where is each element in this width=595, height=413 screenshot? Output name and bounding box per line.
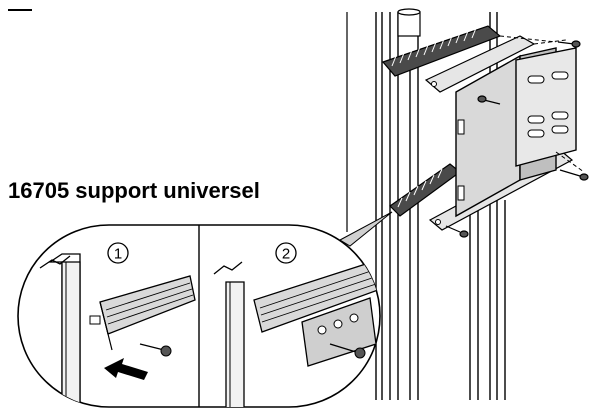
step-1-badge: 1 xyxy=(107,242,129,264)
step-1-panel xyxy=(39,253,196,407)
step-1-number: 1 xyxy=(114,246,122,263)
product-caption: 16705 support universel xyxy=(8,178,260,203)
support-plate xyxy=(455,47,577,218)
step-2-number: 2 xyxy=(282,246,290,263)
lower-slotted-rail xyxy=(389,163,461,217)
assembly-screws xyxy=(445,40,589,238)
detail-view: 1 2 xyxy=(17,224,381,408)
alignment-lines xyxy=(499,35,585,173)
top-post xyxy=(397,8,421,37)
step-2-badge: 2 xyxy=(275,242,297,264)
detail-callout-pointer xyxy=(338,211,393,247)
